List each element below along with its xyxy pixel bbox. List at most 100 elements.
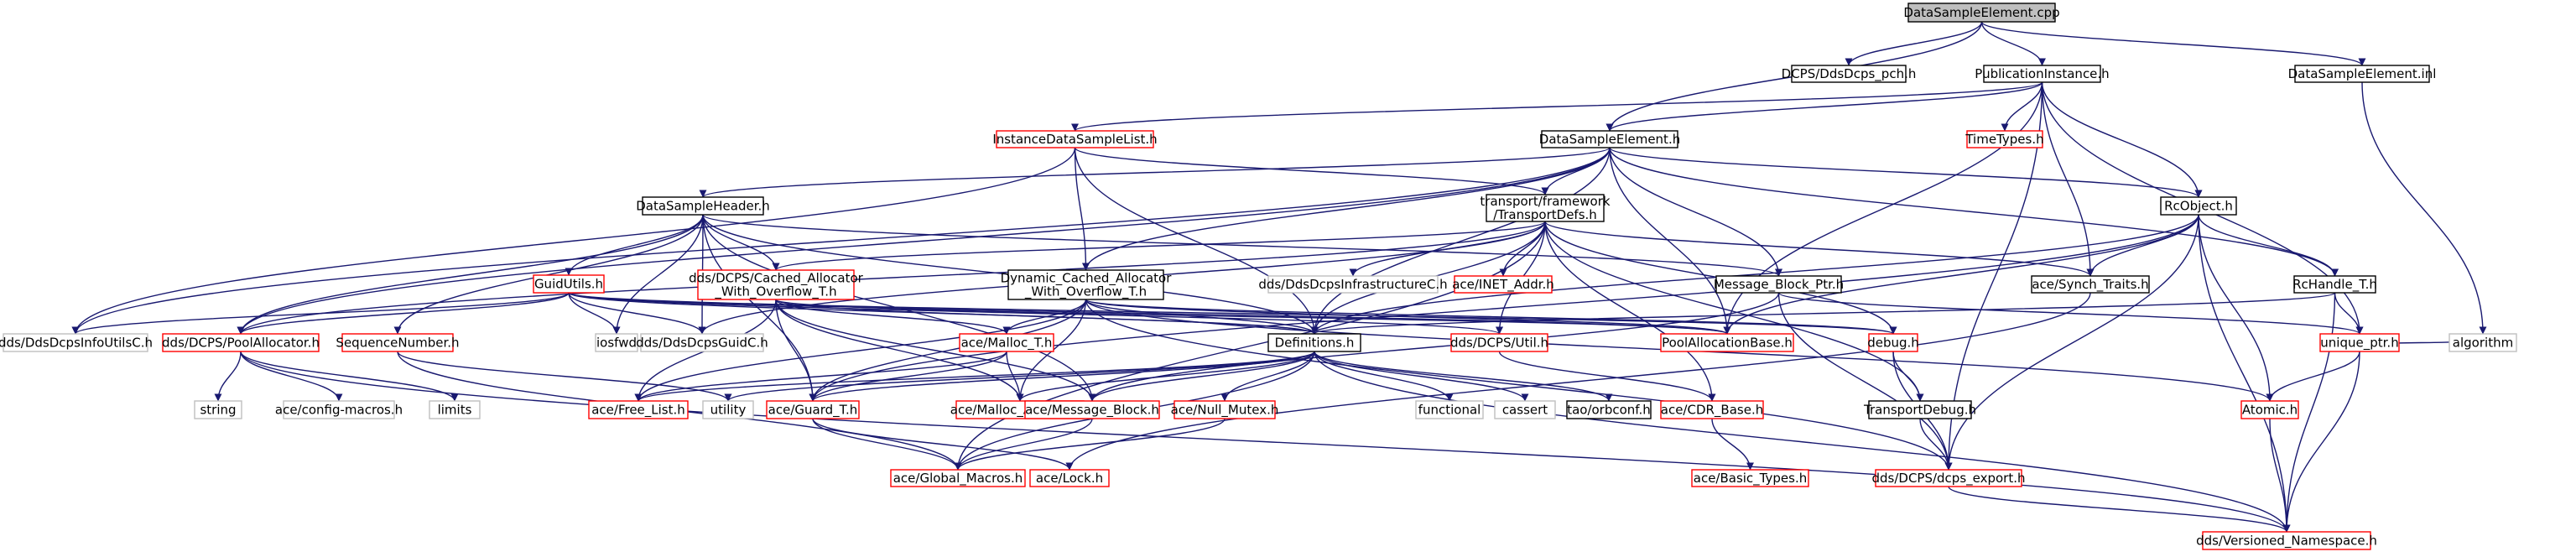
node-guidutils[interactable]: GuidUtils.h: [533, 274, 605, 294]
edge-pubinst-to-timetypes: [2001, 81, 2043, 132]
node-pch[interactable]: DCPS/DdsDcps_pch.h: [1782, 65, 1917, 83]
edge-dse-to-definitions: [1310, 147, 1611, 335]
node-string: string: [194, 400, 242, 419]
node-atomic[interactable]: Atomic.h: [2240, 400, 2299, 419]
node-root[interactable]: DataSampleElement.cpp: [1903, 3, 2060, 23]
node-rcobj[interactable]: RcObject.h: [2160, 196, 2237, 216]
node-dse[interactable]: DataSampleElement.h: [1539, 130, 1680, 148]
node-label-freelist-0: ace/Free_List.h: [591, 403, 685, 419]
node-orbconf[interactable]: tao/orbconf.h: [1566, 400, 1652, 419]
node-box-tdefs: [1486, 194, 1605, 222]
node-box-inet: [1454, 275, 1553, 294]
edge-cached-to-malloct: [775, 299, 1011, 335]
node-dcpsexport[interactable]: dds/DCPS/dcps_export.h: [1871, 469, 2026, 487]
edge-pubinst-to-poolallocbase: [1723, 81, 2043, 335]
node-label-guidc-0: dds/DdsDcpsGuidC.h: [636, 336, 768, 351]
edge-definitions-to-utility: [724, 351, 1315, 402]
node-freelist[interactable]: ace/Free_List.h: [588, 400, 689, 419]
node-label-utility-0: utility: [710, 403, 747, 418]
node-guardt[interactable]: ace/Guard_T.h: [766, 400, 860, 419]
edge-idsl-to-tdefs: [1074, 147, 1549, 195]
edge-dsh-to-poolalloc: [237, 214, 704, 335]
node-dsh[interactable]: DataSampleHeader.h: [636, 196, 770, 216]
node-label-configmacros-0: ace/config-macros.h: [275, 403, 403, 418]
node-label-guidutils-0: GuidUtils.h: [534, 277, 603, 292]
node-seqnum[interactable]: SequenceNumber.h: [336, 333, 460, 352]
node-pubinst[interactable]: PublicationInstance.h: [1975, 65, 2110, 83]
edge-definitions-to-nullmutex: [1220, 351, 1315, 402]
edge-cached-to-guardt: [775, 299, 817, 402]
edge-dyncached-to-poolallocbase: [1085, 299, 1731, 335]
node-infra: dds/DdsDcpsInfrastructureC.h: [1258, 275, 1448, 294]
edge-msgblock-to-globalmacros: [954, 418, 1093, 471]
edge-guidutils-to-util: [568, 292, 1503, 335]
node-iosfwd: iosfwd: [595, 333, 638, 352]
node-box-dse: [1541, 130, 1678, 148]
node-synch[interactable]: ace/Synch_Traits.h: [2031, 275, 2150, 294]
node-basictypes[interactable]: ace/Basic_Types.h: [1691, 469, 1809, 487]
edge-rcobj-to-poolallocbase: [1723, 214, 2199, 335]
node-dseinl[interactable]: DataSampleElement.inl: [2288, 65, 2437, 83]
node-box-rchandle: [2293, 275, 2376, 294]
edge-rcobj-to-guardt: [809, 214, 2199, 402]
edge-mbptr-to-msgblock: [1088, 292, 1780, 402]
edge-definitions-to-versioned: [1314, 351, 2291, 533]
edge-rcobj-to-atomic: [2198, 214, 2274, 402]
edge-root-to-dseinl: [1980, 21, 2366, 66]
node-box-iosfwd: [595, 333, 638, 352]
edge-dsh-to-iosfwd: [612, 214, 704, 335]
node-globalmacros[interactable]: ace/Global_Macros.h: [890, 469, 1026, 487]
edge-guidutils-to-infoutils: [71, 292, 570, 335]
node-label-infoutils-0: dds/DdsDcpsInfoUtilsC.h: [0, 336, 153, 351]
node-box-cdrbase: [1660, 400, 1764, 419]
node-label-tdefs-0: transport/framework: [1480, 194, 1610, 209]
node-versioned[interactable]: dds/Versioned_Namespace.h: [2196, 531, 2377, 550]
node-label-uniqueptr-0: unique_ptr.h: [2320, 336, 2398, 351]
edge-definitions-to-orbconf: [1314, 351, 1613, 402]
node-box-cassert: [1494, 400, 1556, 419]
edge-tdefs-to-cdrbase: [1544, 221, 1716, 402]
node-nullmutex[interactable]: ace/Null_Mutex.h: [1171, 400, 1279, 419]
node-mbptr[interactable]: Message_Block_Ptr.h: [1714, 275, 1844, 294]
node-dyncached[interactable]: Dynamic_Cached_Allocator_With_Overflow_T…: [1001, 269, 1173, 300]
edge-guardt-to-lock: [812, 418, 1074, 471]
node-label-cached-0: dds/DCPS/Cached_Allocator: [689, 271, 863, 287]
node-idsl[interactable]: InstanceDataSampleList.h: [992, 130, 1158, 148]
node-uniqueptr[interactable]: unique_ptr.h: [2319, 333, 2400, 352]
node-inet[interactable]: ace/INET_Addr.h: [1452, 275, 1554, 294]
edge-tdefs-to-synch: [1544, 221, 2095, 277]
edge-tdefs-to-cached: [772, 221, 1546, 271]
node-tdefs[interactable]: transport/framework/TransportDefs.h: [1480, 194, 1610, 222]
node-label-atomic-0: Atomic.h: [2242, 403, 2298, 418]
node-poolallocbase[interactable]: PoolAllocationBase.h: [1660, 333, 1794, 352]
edge-dsh-to-guidutils: [565, 214, 704, 276]
node-box-idsl: [996, 130, 1154, 148]
node-debug[interactable]: debug.h: [1867, 333, 1919, 352]
node-poolalloc[interactable]: dds/DCPS/PoolAllocator.h: [162, 333, 320, 352]
node-definitions[interactable]: Definitions.h: [1267, 333, 1361, 352]
node-box-mbptr: [1715, 275, 1842, 294]
node-util[interactable]: dds/DCPS/Util.h: [1450, 333, 1548, 352]
node-tdebug[interactable]: TransportDebug.h: [1863, 400, 1976, 419]
edge-mbptr-to-dcpsexport: [1777, 292, 1953, 471]
edge-root-to-pch: [1845, 21, 1983, 66]
edge-poolalloc-to-string: [214, 351, 242, 402]
node-box-root: [1907, 3, 2056, 23]
edge-definitions-to-msgblock: [1088, 351, 1315, 402]
node-box-guidutils: [533, 274, 605, 294]
node-box-string: [194, 400, 242, 419]
node-msgblock[interactable]: ace/Message_Block.h: [1024, 400, 1160, 419]
node-malloct[interactable]: ace/Malloc_T.h: [959, 333, 1054, 352]
node-rchandle[interactable]: RcHandle_T.h: [2292, 275, 2377, 294]
node-lock[interactable]: ace/Lock.h: [1029, 469, 1110, 487]
node-box-timetypes: [1966, 130, 2043, 148]
edge-seqnum-to-utility: [397, 351, 732, 402]
node-label-pch-0: DCPS/DdsDcps_pch.h: [1782, 66, 1917, 82]
node-cdrbase[interactable]: ace/CDR_Base.h: [1660, 400, 1764, 419]
node-label-globalmacros-0: ace/Global_Macros.h: [893, 471, 1023, 487]
edge-pubinst-to-dse: [1605, 81, 2043, 132]
node-label-lock-0: ace/Lock.h: [1036, 471, 1103, 486]
node-cached[interactable]: dds/DCPS/Cached_Allocator_With_Overflow_…: [689, 269, 864, 300]
node-label-basictypes-0: ace/Basic_Types.h: [1694, 471, 1807, 487]
node-timetypes[interactable]: TimeTypes.h: [1965, 130, 2044, 148]
